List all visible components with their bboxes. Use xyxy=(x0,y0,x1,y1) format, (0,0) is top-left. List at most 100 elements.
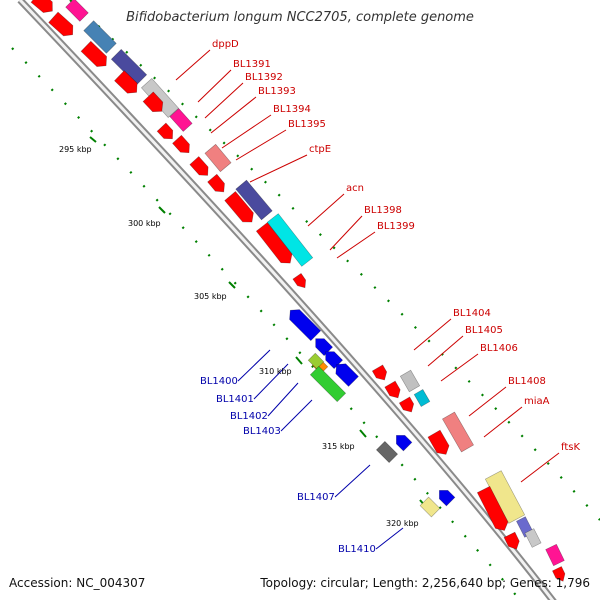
reverse-gene-arrow-shape xyxy=(315,338,334,357)
forward-label-line xyxy=(210,96,257,134)
forward-label-line xyxy=(204,82,244,119)
forward-gene-arrow-shape xyxy=(204,143,232,173)
scale-label: 305 kbp xyxy=(194,292,227,301)
forward-gene-arrow-shape xyxy=(371,364,388,381)
reverse-label-line xyxy=(334,464,371,498)
forward-gene-arrow xyxy=(292,272,306,289)
reverse-gene-arrow-shape xyxy=(419,496,441,518)
forward-gene-label: BL1392 xyxy=(245,72,283,83)
forward-gene-arrow xyxy=(114,70,138,94)
forward-gene-arrow-shape xyxy=(545,543,565,567)
reverse-gene-arrow-shape xyxy=(375,440,399,464)
forward-gene-arrow-shape xyxy=(48,11,74,37)
forward-gene-arrow-shape xyxy=(255,222,293,264)
reverse-label-line xyxy=(280,399,313,432)
forward-gene-arrow xyxy=(552,566,566,582)
forward-label-line xyxy=(197,69,232,103)
forward-gene-label: BL1406 xyxy=(480,343,518,354)
forward-gene-arrow-shape xyxy=(235,179,273,221)
reverse-gene-arrow xyxy=(315,338,334,357)
scale-tick xyxy=(295,356,303,365)
reverse-gene-arrow xyxy=(375,440,399,464)
forward-gene-arrow-shape xyxy=(503,531,520,550)
scale-label: 295 kbp xyxy=(59,145,92,154)
forward-gene-arrow-shape xyxy=(384,380,401,399)
reverse-gene-arrow-shape xyxy=(307,352,325,370)
forward-gene-arrow xyxy=(189,156,209,176)
reverse-gene-arrow xyxy=(325,351,344,370)
reverse-gene-label: BL1410 xyxy=(338,544,376,555)
reverse-gene-label: BL1400 xyxy=(200,376,238,387)
forward-gene-arrow xyxy=(172,134,190,154)
scale-label: 300 kbp xyxy=(128,219,161,228)
reverse-gene-arrow xyxy=(335,363,359,387)
forward-gene-label: BL1408 xyxy=(508,376,546,387)
reverse-gene-arrow xyxy=(309,365,347,403)
forward-label-line xyxy=(520,452,560,483)
reverse-gene-arrow-shape xyxy=(289,309,322,342)
forward-gene-arrow xyxy=(224,191,254,223)
forward-gene-arrow xyxy=(235,179,273,221)
forward-gene-arrow xyxy=(442,411,474,453)
reverse-label-line xyxy=(375,527,404,550)
reverse-gene-arrow-shape xyxy=(396,435,413,452)
scale-tick xyxy=(89,136,97,143)
forward-gene-label: BL1398 xyxy=(364,205,402,216)
reverse-gene-arrow xyxy=(289,309,322,342)
forward-gene-arrow-shape xyxy=(65,0,89,22)
forward-gene-label: BL1404 xyxy=(453,308,491,319)
forward-gene-label: BL1405 xyxy=(465,325,503,336)
forward-gene-arrow-shape xyxy=(552,566,566,582)
forward-gene-arrow-shape xyxy=(292,272,306,289)
forward-gene-arrow xyxy=(266,213,314,267)
topology-text: Topology: circular; Length: 2,256,640 bp… xyxy=(260,576,590,590)
forward-gene-arrow xyxy=(65,0,89,22)
forward-gene-arrow-shape xyxy=(413,389,431,407)
forward-label-line xyxy=(413,318,452,351)
forward-gene-arrow-shape xyxy=(442,411,474,453)
reverse-label-line xyxy=(237,349,271,382)
forward-gene-arrow-shape xyxy=(266,213,314,267)
reverse-gene-arrow-shape xyxy=(325,351,344,370)
forward-gene-arrow-shape xyxy=(224,191,254,223)
forward-label-line xyxy=(175,49,211,81)
forward-gene-arrow xyxy=(204,143,232,173)
scale-label: 315 kbp xyxy=(322,442,355,451)
forward-gene-arrow-shape xyxy=(189,156,209,176)
forward-gene-arrow-shape xyxy=(83,20,117,54)
forward-gene-arrow xyxy=(399,369,421,393)
scale-label: 320 kbp xyxy=(386,519,419,528)
scale-label: 310 kbp xyxy=(259,367,292,376)
forward-gene-arrow-shape xyxy=(399,369,421,393)
forward-label-line xyxy=(329,215,363,251)
forward-gene-label: miaA xyxy=(524,396,550,407)
forward-gene-arrow-shape xyxy=(476,485,509,531)
forward-label-line xyxy=(235,129,287,161)
reverse-gene-arrow xyxy=(396,435,413,452)
reverse-label-line xyxy=(253,363,289,400)
reverse-label-line xyxy=(267,382,299,417)
forward-gene-arrow-shape xyxy=(140,78,180,118)
map-title: Bifidobacterium longum NCC2705, complete… xyxy=(126,10,474,25)
reverse-gene-label: BL1401 xyxy=(216,394,254,405)
forward-gene-arrow xyxy=(169,108,193,132)
forward-gene-arrow xyxy=(476,485,509,531)
forward-gene-arrow xyxy=(156,122,174,140)
forward-gene-arrow xyxy=(83,20,117,54)
forward-label-line xyxy=(468,386,507,417)
forward-gene-arrow-shape xyxy=(80,40,107,67)
forward-gene-arrow xyxy=(142,91,164,113)
reverse-gene-label: BL1407 xyxy=(297,492,335,503)
forward-gene-arrow-shape xyxy=(172,134,190,154)
forward-gene-arrow xyxy=(503,531,520,550)
reverse-gene-arrow-shape xyxy=(335,363,359,387)
forward-gene-arrow-shape xyxy=(524,528,542,548)
forward-gene-arrow-shape xyxy=(398,396,415,413)
forward-gene-arrow xyxy=(484,470,526,524)
reverse-gene-arrow xyxy=(419,496,441,518)
forward-gene-arrow-shape xyxy=(142,91,164,113)
forward-gene-label: BL1393 xyxy=(258,86,296,97)
forward-gene-label: dppD xyxy=(212,39,239,50)
